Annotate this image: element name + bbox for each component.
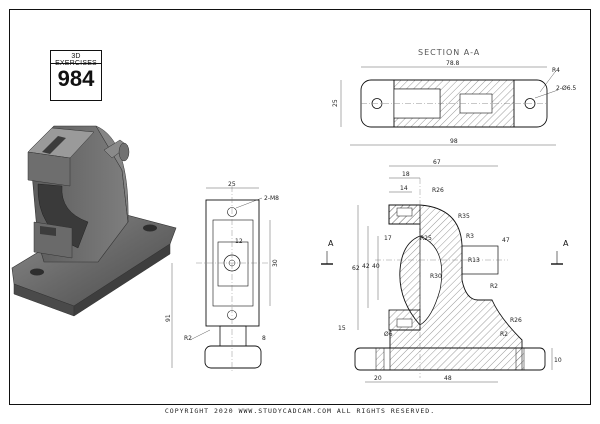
- badge-divider: [51, 63, 101, 64]
- dim-top-length: 78.8: [446, 60, 460, 67]
- dim-front-d6: R3: [466, 233, 474, 240]
- dim-front-d17: R2: [500, 331, 508, 338]
- dim-side-width: 25: [228, 181, 236, 188]
- copyright-notice: COPYRIGHT 2020 WWW.STUDYCADCAM.COM ALL R…: [164, 407, 436, 415]
- dim-top-overall: 98: [450, 138, 458, 145]
- exercise-badge: 3D EXERCISES 984: [50, 50, 102, 101]
- dim-side-total: 91: [165, 314, 172, 322]
- dim-front-d1: 67: [433, 159, 441, 166]
- section-top-view: SECTION A-A 78.8 25 98 R4 2-Ø6.5: [332, 48, 576, 146]
- dim-front-d9: R30: [430, 273, 442, 280]
- dim-front-d15: R2: [490, 283, 498, 290]
- drawing-frame: [9, 9, 591, 405]
- dim-front-d10: 62: [352, 265, 360, 272]
- dim-front-d7: 47: [502, 237, 510, 244]
- dim-front-d16: R26: [510, 317, 522, 324]
- dim-front-d5: R35: [458, 213, 470, 220]
- dim-front-d11: 42: [362, 263, 370, 270]
- dim-front-d8: R25: [420, 235, 432, 242]
- side-view: 25 2-M8 12 30 91 R2 8: [165, 181, 279, 372]
- isometric-model: [11, 125, 177, 317]
- dim-front-d4: R26: [432, 187, 444, 194]
- badge-number: 984: [57, 66, 95, 91]
- dim-top-width: 25: [332, 99, 339, 107]
- front-section-view: A A 67 18 14 R26 R35 R3 47 R25 R30 62 42…: [321, 159, 569, 383]
- dim-side-thread: 2-M8: [264, 195, 279, 202]
- dim-front-d18: 20: [374, 375, 382, 382]
- dim-front-d20: 10: [554, 357, 562, 364]
- dim-front-d14: R13: [468, 257, 480, 264]
- dim-front-d19: 48: [444, 375, 452, 382]
- dim-top-radius: R4: [552, 67, 560, 74]
- dim-top-holes: 2-Ø6.5: [556, 85, 576, 92]
- dim-front-d2: 18: [402, 171, 410, 178]
- dim-front-d21: 15: [338, 325, 346, 332]
- section-mark-left: A: [328, 239, 334, 248]
- dim-front-d13: 17: [384, 235, 392, 242]
- section-title: SECTION A-A: [418, 48, 480, 57]
- dim-front-d3: 14: [400, 185, 408, 192]
- dim-side-radius: R2: [184, 335, 192, 342]
- dim-front-d22: Ø6: [384, 331, 393, 338]
- dim-front-d12: 40: [372, 263, 380, 270]
- section-mark-right: A: [563, 239, 569, 248]
- dim-side-inner: 12: [235, 238, 243, 245]
- dim-side-height: 30: [272, 259, 279, 267]
- dim-side-base: 8: [262, 335, 266, 342]
